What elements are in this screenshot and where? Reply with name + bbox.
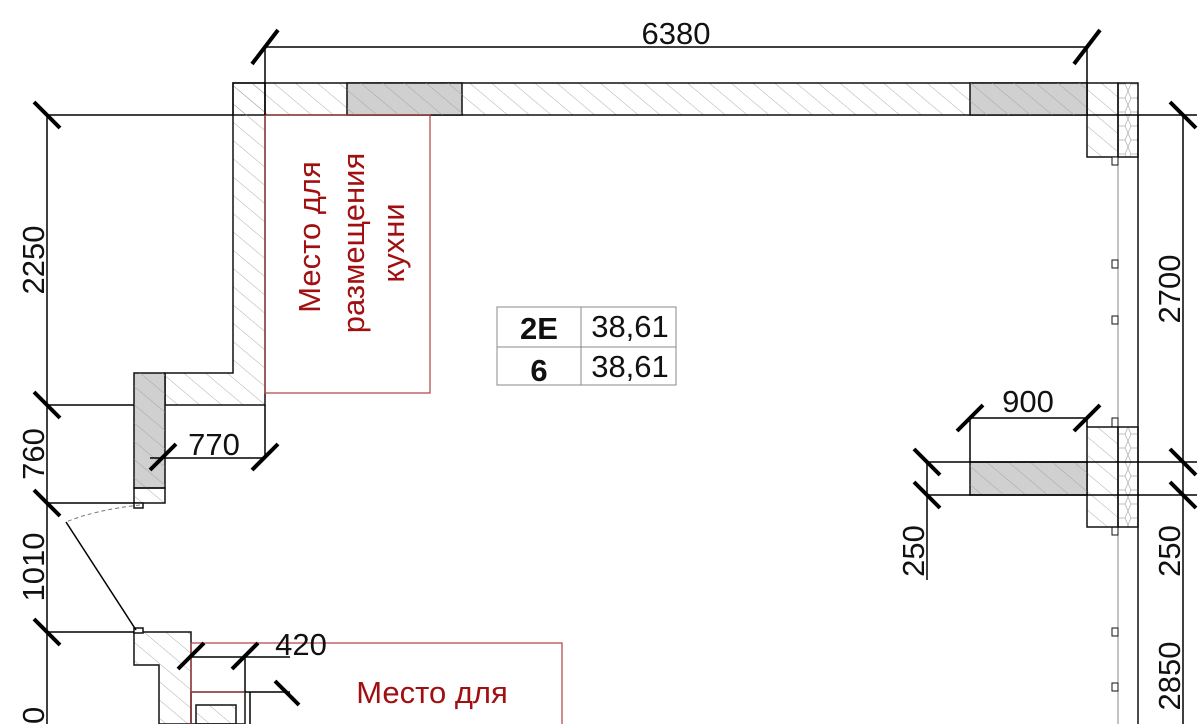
dim-left-1: 2250 (16, 226, 51, 295)
area-table: 2E 38,61 6 38,61 (496, 306, 677, 388)
dim-left-3: 1010 (16, 533, 51, 602)
dim-window-depth: 250 (896, 525, 931, 577)
wall-markers (1111, 156, 1119, 692)
door-leaf (65, 521, 137, 631)
dim-right-3: 2850 (1152, 642, 1187, 711)
kitchen-zone (264, 114, 431, 394)
lower-zone-label: Место для (356, 675, 508, 710)
apartment-code: 6 (530, 353, 547, 388)
insulation-right (1117, 426, 1139, 528)
right-pier (1086, 426, 1119, 528)
insulation-top (1117, 82, 1139, 158)
corner-column (1086, 82, 1119, 158)
kitchen-label-3: кухни (376, 203, 411, 282)
dim-niche: 420 (275, 627, 327, 662)
dim-step: 770 (188, 427, 240, 462)
walls (133, 82, 1139, 724)
door-swing-arc (65, 504, 141, 523)
dim-window-width: 900 (1002, 384, 1054, 419)
dim-right-2: 250 (1152, 525, 1187, 577)
lower-left-wall (133, 631, 192, 724)
dim-top-width: 6380 (642, 16, 711, 51)
dim-left-2: 760 (16, 428, 51, 480)
dim-left-4: 0 (16, 707, 51, 724)
room-code: 2E (520, 311, 558, 346)
dimension-lines (32, 28, 1198, 724)
kitchen-label-2: размещения (336, 153, 371, 334)
apartment-area: 38,61 (591, 349, 669, 384)
left-wall (164, 82, 266, 406)
dim-right-1: 2700 (1152, 255, 1187, 324)
kitchen-label-1: Место для (292, 161, 327, 313)
lower-zone (190, 642, 563, 724)
room-area: 38,61 (591, 309, 669, 344)
